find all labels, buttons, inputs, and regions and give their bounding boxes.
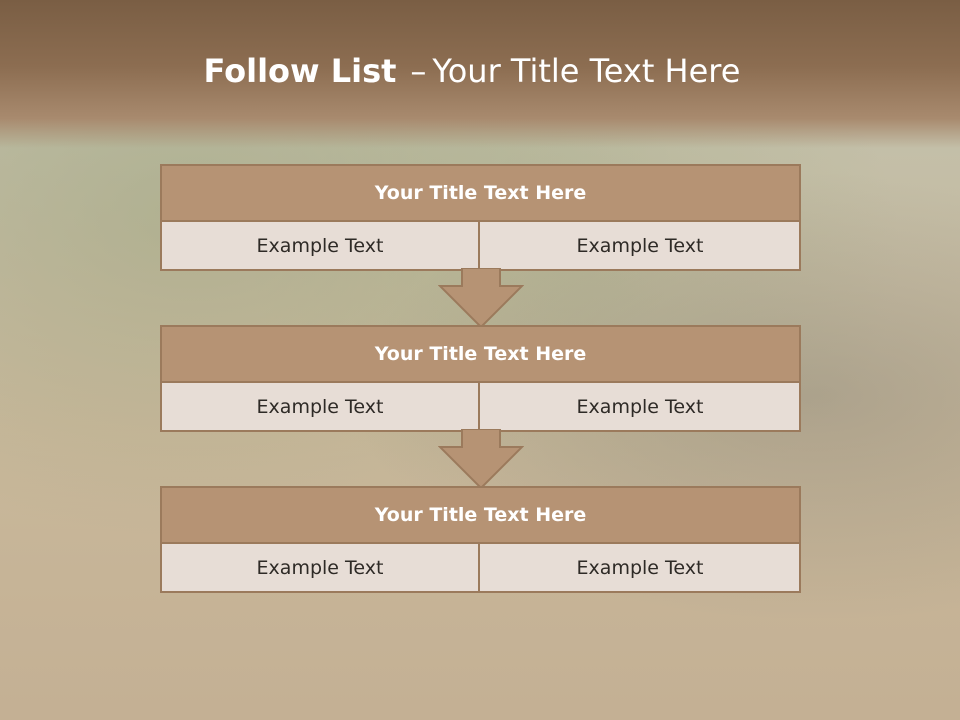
- list-block-1: Your Title Text Here Example Text Exampl…: [160, 164, 801, 271]
- down-arrow-icon: [438, 268, 524, 328]
- block-cell-left: Example Text: [162, 544, 480, 591]
- title-rest: Your Title Text Here: [432, 52, 741, 90]
- down-arrow-icon: [438, 429, 524, 489]
- block-title: Your Title Text Here: [162, 166, 799, 222]
- slide-title: Follow List–Your Title Text Here: [0, 52, 944, 90]
- list-block-2: Your Title Text Here Example Text Exampl…: [160, 325, 801, 432]
- block-title: Your Title Text Here: [162, 488, 799, 544]
- block-cell-right: Example Text: [481, 222, 799, 269]
- block-cell-right: Example Text: [481, 383, 799, 430]
- block-cell-left: Example Text: [162, 222, 480, 269]
- block-cell-left: Example Text: [162, 383, 480, 430]
- block-cell-right: Example Text: [481, 544, 799, 591]
- title-bold: Follow List: [203, 52, 397, 90]
- header-band: [0, 0, 960, 148]
- title-dash: –: [410, 52, 427, 90]
- block-title: Your Title Text Here: [162, 327, 799, 383]
- list-block-3: Your Title Text Here Example Text Exampl…: [160, 486, 801, 593]
